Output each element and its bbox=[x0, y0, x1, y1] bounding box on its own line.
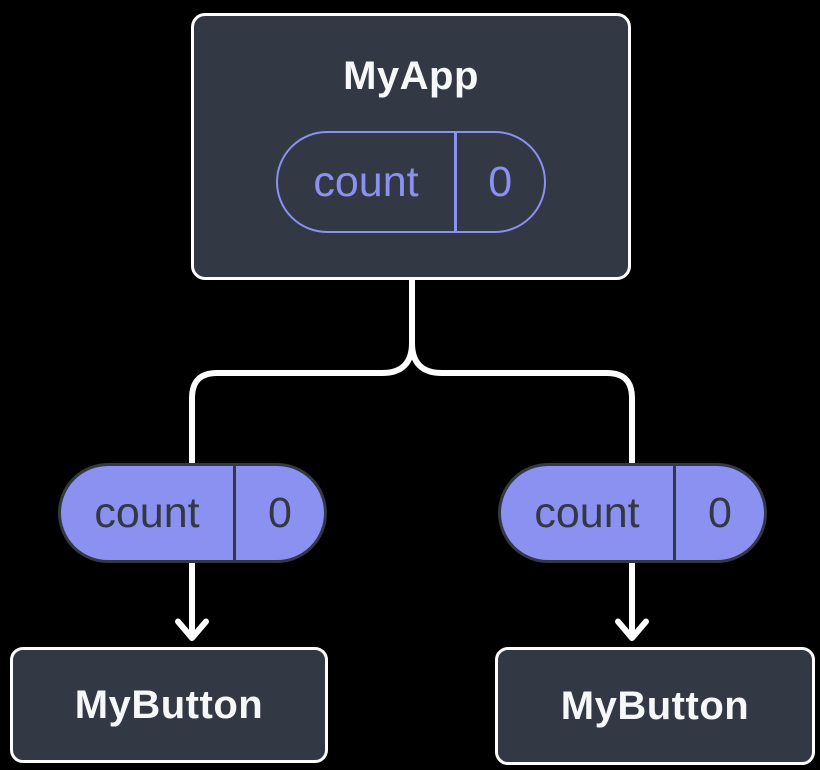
connector-right-branch bbox=[409, 274, 635, 639]
arrowhead-left-icon bbox=[175, 618, 209, 641]
prop-pill-left-name: count bbox=[94, 488, 200, 537]
node-mybutton-left-title: MyButton bbox=[74, 683, 264, 727]
state-pill-myapp: count 0 bbox=[276, 131, 546, 233]
pill-divider bbox=[673, 466, 676, 560]
node-mybutton-left: MyButton bbox=[10, 647, 328, 763]
prop-pill-left: count 0 bbox=[58, 463, 327, 563]
pill-divider bbox=[454, 133, 457, 231]
node-mybutton-right-title: MyButton bbox=[560, 684, 750, 728]
node-mybutton-right: MyButton bbox=[495, 647, 815, 765]
connector-left-branch bbox=[189, 274, 415, 639]
node-myapp-title: MyApp bbox=[343, 54, 479, 98]
prop-pill-left-value: 0 bbox=[268, 488, 292, 537]
prop-pill-right: count 0 bbox=[498, 463, 767, 563]
node-myapp: MyApp count 0 bbox=[191, 13, 631, 280]
state-pill-value: 0 bbox=[488, 157, 513, 206]
pill-divider bbox=[233, 466, 236, 560]
prop-pill-right-value: 0 bbox=[708, 488, 732, 537]
arrowhead-right-icon bbox=[615, 618, 649, 641]
prop-pill-right-name: count bbox=[534, 488, 640, 537]
state-pill-name: count bbox=[313, 157, 419, 206]
